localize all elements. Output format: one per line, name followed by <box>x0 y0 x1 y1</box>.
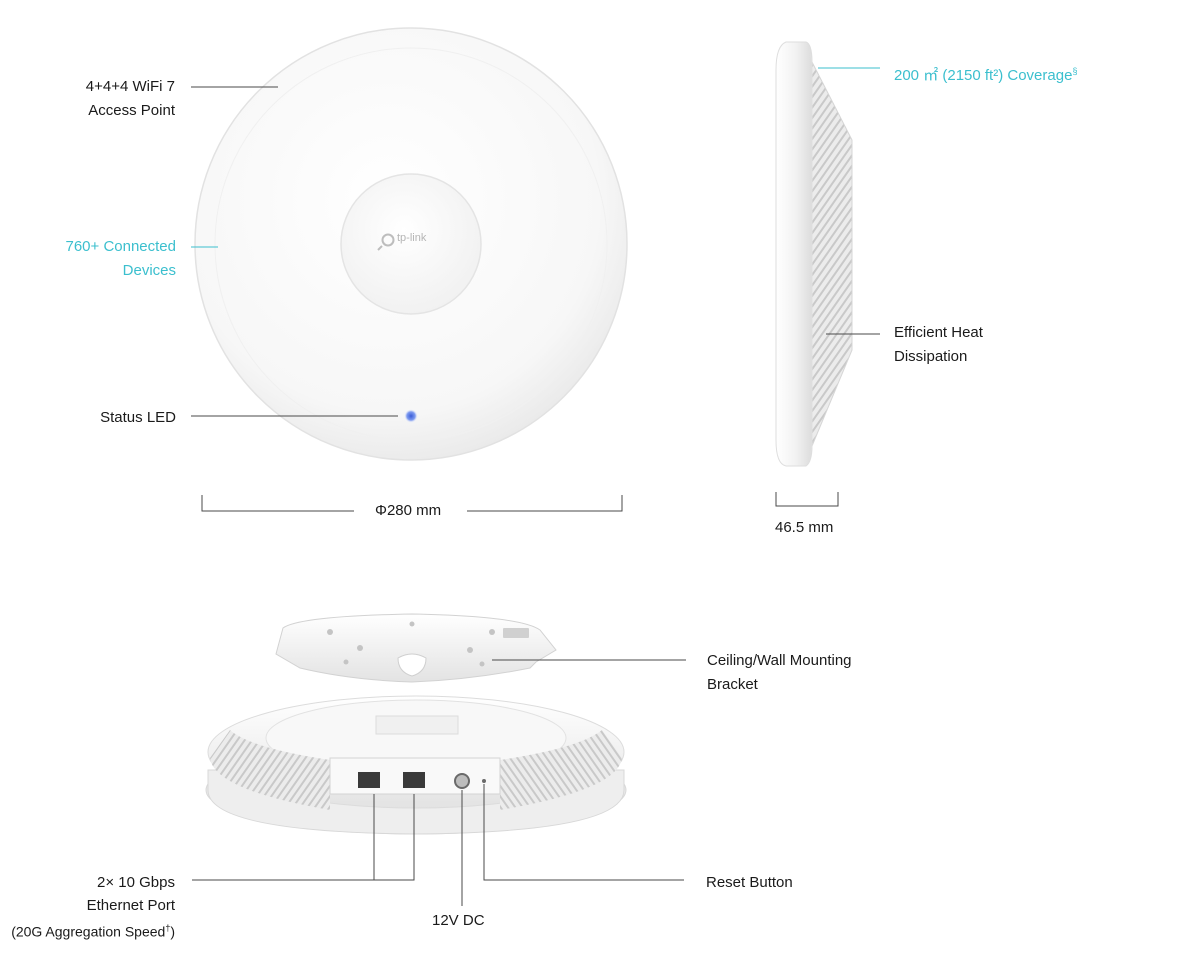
ethernet-callout-line <box>192 794 415 881</box>
thickness-dimension <box>775 492 839 507</box>
tp-link-logo-icon <box>377 233 395 251</box>
dc-jack-icon <box>454 773 470 789</box>
mounting-bracket <box>275 613 557 683</box>
diameter-label: Φ280 mm <box>375 502 442 519</box>
ethernet-port-2-icon <box>403 772 425 788</box>
ethernet-port-1-icon <box>358 772 380 788</box>
side-view-device <box>775 41 853 467</box>
dc-label: 12V DC <box>432 912 485 929</box>
reset-button-icon <box>482 779 486 783</box>
reset-label: Reset Button <box>706 874 793 891</box>
brand-logo-text: tp-link <box>397 232 427 244</box>
status-led-icon <box>404 409 418 423</box>
bottom-view-device <box>205 695 627 835</box>
coverage-label: 200 ㎡ (2150 ft²) Coverage§ <box>894 66 1078 84</box>
wifi-label: 4+4+4 WiFi 7 Access Point <box>85 78 175 119</box>
center-disc <box>340 173 482 315</box>
bracket-label: Ceiling/Wall Mounting Bracket <box>707 652 852 693</box>
devices-label: 760+ Connected Devices <box>65 238 176 279</box>
front-view-device <box>194 27 628 461</box>
reset-callout-line <box>483 784 684 881</box>
thickness-label: 46.5 mm <box>775 519 834 536</box>
heat-label: Efficient Heat Dissipation <box>894 324 983 365</box>
ethernet-label: 2× 10 Gbps Ethernet Port (20G Aggregatio… <box>11 874 175 940</box>
diameter-dimension <box>201 495 623 512</box>
status-led-label: Status LED <box>100 409 176 426</box>
